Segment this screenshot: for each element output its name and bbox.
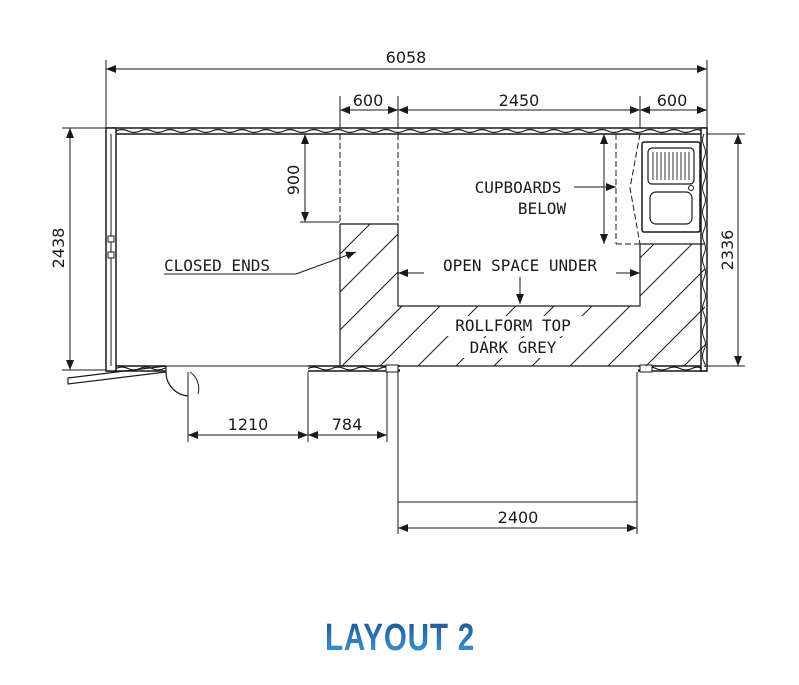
container-walls bbox=[105, 127, 708, 373]
dimension-door: 1210 784 bbox=[187, 372, 388, 442]
sink-unit bbox=[641, 141, 701, 233]
dim-overall-length-label: 6058 bbox=[386, 48, 427, 67]
floor-plan-drawing: 6058 600 2450 600 2438 2336 bbox=[49, 48, 799, 534]
dimension-top-segments: 600 2450 600 bbox=[339, 91, 707, 128]
hatch-line bbox=[669, 224, 705, 366]
dim-deck-width-label: 2400 bbox=[498, 508, 539, 527]
hatch-line bbox=[340, 224, 415, 366]
hatch-line bbox=[631, 224, 705, 366]
hatch-line bbox=[784, 180, 799, 380]
label-open-space-under: OPEN SPACE UNDER bbox=[443, 256, 597, 275]
cupboards bbox=[600, 133, 701, 245]
layout-title-text: LAYOUT 2 bbox=[325, 617, 475, 659]
dim-inner-width-label: 2336 bbox=[718, 230, 737, 271]
hatch-line bbox=[138, 180, 338, 380]
label-rollform-line2: DARK GREY bbox=[470, 338, 557, 357]
swing-door bbox=[67, 365, 200, 397]
layout-title-svg: LAYOUT 2 bbox=[325, 617, 475, 659]
hatch-line bbox=[100, 180, 300, 380]
dim-bench-depth-label: 900 bbox=[284, 165, 303, 196]
dim-top-right-label: 600 bbox=[657, 91, 688, 110]
hatch-line bbox=[340, 224, 491, 366]
hatch-line bbox=[746, 180, 799, 380]
label-cupboards-line2: BELOW bbox=[518, 199, 567, 218]
hatch-line bbox=[340, 224, 453, 366]
dimension-overall-length: 6058 bbox=[105, 48, 708, 128]
label-cupboards-line1: CUPBOARDS bbox=[475, 178, 562, 197]
hatch-line bbox=[593, 224, 705, 366]
dimension-outer-width: 2438 bbox=[49, 127, 106, 371]
dim-outer-width-label: 2438 bbox=[49, 228, 68, 269]
dim-door-offset-label: 1210 bbox=[228, 415, 269, 434]
dim-top-middle-label: 2450 bbox=[499, 91, 540, 110]
label-rollform-line1: ROLLFORM TOP bbox=[455, 316, 571, 335]
hatch-line bbox=[340, 224, 377, 366]
annotations: CLOSED ENDS OPEN SPACE UNDER CUPBOARDS B… bbox=[164, 178, 640, 358]
hatch-line bbox=[555, 224, 705, 366]
label-closed-ends: CLOSED ENDS bbox=[164, 256, 270, 275]
dimension-inner-width: 2336 bbox=[707, 133, 745, 367]
dimension-bench-depth: 900 bbox=[284, 134, 399, 224]
hatch-line bbox=[708, 180, 799, 380]
dim-door-width-label: 784 bbox=[332, 415, 363, 434]
deck-area: 2400 bbox=[397, 372, 638, 534]
dim-top-left-label: 600 bbox=[353, 91, 384, 110]
